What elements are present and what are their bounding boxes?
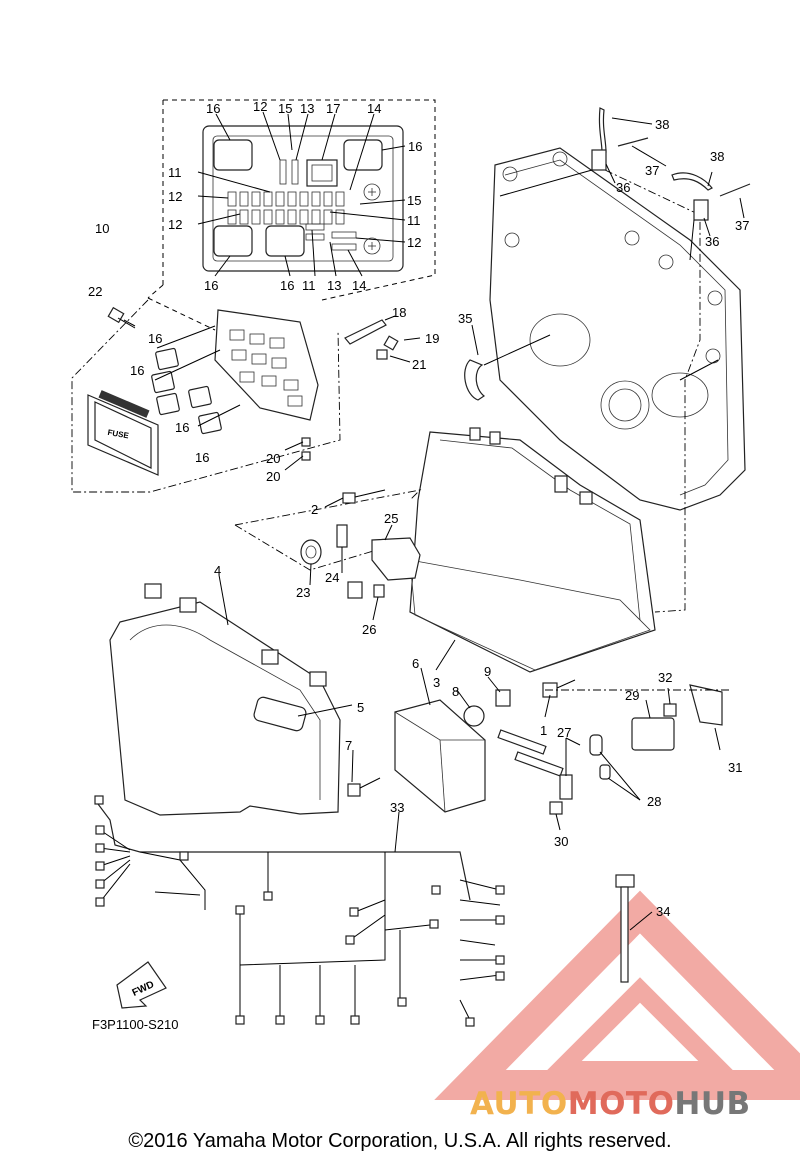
fuse-box-detail (147, 99, 436, 301)
callout-9: 9 (484, 664, 491, 679)
box-tray (409, 427, 656, 673)
callout-2: 2 (311, 502, 318, 517)
callout-38: 38 (655, 117, 669, 132)
callout-12: 12 (253, 99, 267, 114)
callout-7: 7 (345, 738, 352, 753)
callout-37: 37 (735, 218, 749, 233)
callout-20: 20 (266, 451, 280, 466)
callout-16: 16 (204, 278, 218, 293)
cable-tie (615, 874, 653, 983)
callout-16: 16 (148, 331, 162, 346)
callout-11: 11 (168, 165, 182, 180)
forward-arrow-icon: FWD (116, 961, 167, 1009)
callout-8: 8 (452, 684, 459, 699)
callout-10: 10 (95, 221, 109, 236)
watermark-logo (434, 890, 800, 1100)
callout-15: 15 (278, 101, 292, 116)
callout-22: 22 (88, 284, 102, 299)
electrical-box-assembly: FUSE (71, 297, 421, 493)
callout-16: 16 (280, 278, 294, 293)
callout-25: 25 (384, 511, 398, 526)
callout-16: 16 (408, 139, 422, 154)
callout-16: 16 (195, 450, 209, 465)
control-unit-parts (347, 667, 730, 831)
watermark-hub: HUB (674, 1086, 751, 1122)
callout-35: 35 (458, 311, 472, 326)
callout-4: 4 (214, 563, 221, 578)
callout-11: 11 (302, 278, 316, 293)
mounting-parts (234, 489, 422, 621)
callout-13: 13 (327, 278, 341, 293)
callout-36: 36 (616, 180, 630, 195)
copyright-notice: ©2016 Yamaha Motor Corporation, U.S.A. A… (128, 1130, 672, 1152)
callout-16: 16 (175, 420, 189, 435)
callout-26: 26 (362, 622, 376, 637)
callout-20: 20 (266, 469, 280, 484)
callout-33: 33 (390, 800, 404, 815)
callout-24: 24 (325, 570, 339, 585)
callout-29: 29 (625, 688, 639, 703)
callout-34: 34 (656, 904, 670, 919)
callout-16: 16 (206, 101, 220, 116)
callout-12: 12 (407, 235, 421, 250)
callout-38: 38 (710, 149, 724, 164)
callout-6: 6 (412, 656, 419, 671)
callout-36: 36 (705, 234, 719, 249)
fuse-label: FUSE (107, 428, 130, 441)
callout-numbers: 16 12 15 13 17 14 16 11 12 15 12 11 10 1… (88, 99, 749, 919)
watermark-moto: MOTO (567, 1086, 675, 1122)
callout-1: 1 (540, 723, 547, 738)
mount-plate (464, 107, 751, 613)
callout-21: 21 (412, 357, 426, 372)
callout-23: 23 (296, 585, 310, 600)
callout-11: 11 (407, 213, 421, 228)
callout-13: 13 (300, 101, 314, 116)
callout-32: 32 (658, 670, 672, 685)
callout-27: 27 (557, 725, 571, 740)
callout-14: 14 (367, 101, 381, 116)
callout-12: 12 (168, 189, 182, 204)
callout-28: 28 (647, 794, 661, 809)
callout-30: 30 (554, 834, 568, 849)
callout-5: 5 (357, 700, 364, 715)
callout-15: 15 (407, 193, 421, 208)
callout-14: 14 (352, 278, 366, 293)
callout-19: 19 (425, 331, 439, 346)
watermark-text: AUTOMOTOHUB (470, 1086, 751, 1122)
callout-17: 17 (326, 101, 340, 116)
callout-16: 16 (130, 363, 144, 378)
callout-3: 3 (433, 675, 440, 690)
electrical-box-cover (109, 574, 353, 816)
callout-31: 31 (728, 760, 742, 775)
watermark-auto: AUTO (470, 1086, 568, 1122)
callout-37: 37 (645, 163, 659, 178)
drawing-code: F3P1100-S210 (92, 1017, 179, 1032)
callout-18: 18 (392, 305, 406, 320)
callout-12: 12 (168, 217, 182, 232)
wire-harness (94, 795, 505, 1027)
